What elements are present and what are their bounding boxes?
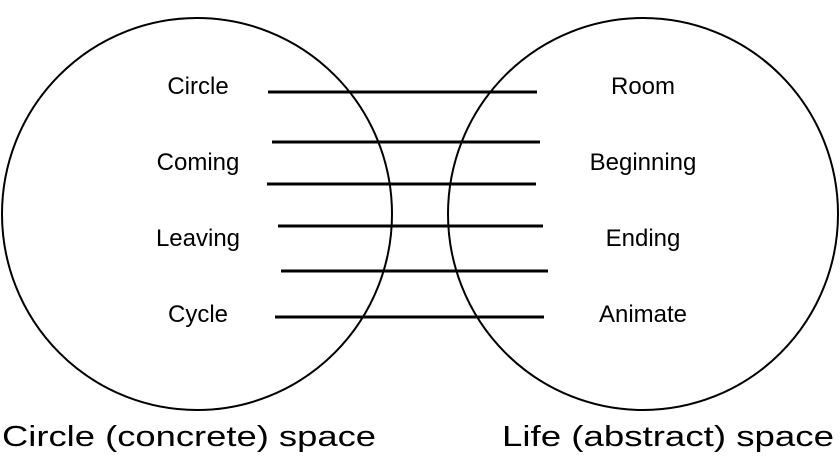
circle-space-caption: Circle (concrete) space (2, 421, 376, 453)
term-beginning: Beginning (590, 149, 697, 176)
term-circle: Circle (167, 73, 228, 100)
term-coming: Coming (157, 149, 240, 176)
circle-space-boundary (1, 17, 393, 411)
term-room: Room (611, 73, 675, 100)
term-leaving: Leaving (156, 225, 240, 252)
term-cycle: Cycle (168, 301, 228, 328)
life-space-caption: Life (abstract) space (502, 421, 834, 453)
term-animate: Animate (599, 301, 687, 328)
life-space-boundary (447, 17, 839, 411)
term-ending: Ending (606, 225, 681, 252)
